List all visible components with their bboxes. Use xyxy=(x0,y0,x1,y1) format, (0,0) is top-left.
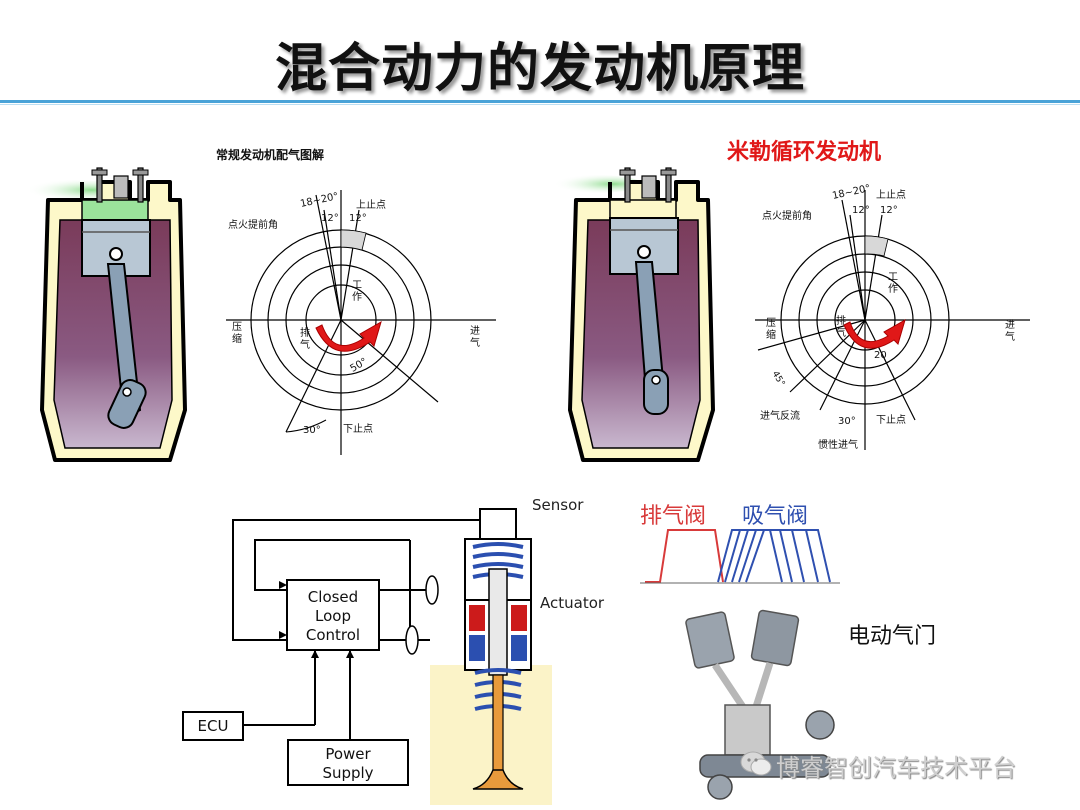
rotation-arrow xyxy=(315,320,382,352)
exhaust-label: 排 气 xyxy=(300,328,310,351)
valve-head xyxy=(472,769,524,790)
valve-stem xyxy=(137,167,144,203)
spark-plug xyxy=(641,175,657,199)
ignition-sector xyxy=(864,235,889,257)
power-supply-box xyxy=(287,739,409,786)
coil xyxy=(469,605,485,631)
bdc-label: 下止点 xyxy=(343,424,373,435)
work-label: 工 作 xyxy=(352,280,362,303)
page-title: 混合动力的发动机原理 xyxy=(274,39,805,99)
wechat-icon xyxy=(740,751,772,776)
crank xyxy=(643,369,669,415)
right-diagram-caption: 米勒循环发动机 xyxy=(727,140,882,165)
bdc-label: 下止点 xyxy=(876,415,906,426)
sensor-device xyxy=(479,508,517,540)
angle-label-30: 30° xyxy=(303,425,321,436)
compression-label: 压 缩 xyxy=(766,318,776,341)
ecu-label: ECU xyxy=(197,717,229,735)
ecu-box xyxy=(182,711,244,741)
title-divider-shadow xyxy=(0,104,1080,105)
left-engine-cylinder xyxy=(20,167,187,462)
valve-shaft xyxy=(492,674,504,776)
right-engine-cylinder xyxy=(548,167,715,462)
right-timing-diagram xyxy=(755,190,1030,450)
exhaust-lift-curve xyxy=(645,529,724,583)
tdc-label: 上止点 xyxy=(356,200,386,211)
valve-stem xyxy=(665,167,672,203)
crank xyxy=(107,379,147,429)
angle-label-20: 20 xyxy=(874,350,887,361)
valve-lift-curves xyxy=(640,529,840,584)
exhaust-label: 排 气 xyxy=(836,316,846,339)
valve-stem xyxy=(96,167,103,203)
ignition-sector xyxy=(340,229,367,251)
closed-loop-control-box xyxy=(286,579,380,651)
intake-label: 进 气 xyxy=(470,326,480,349)
actuator-label: Actuator xyxy=(540,594,605,612)
angle-label-30: 30° xyxy=(838,416,856,427)
intake-valve-label: 吸气阀 xyxy=(742,504,809,529)
ignition-advance-label: 点火提前角 xyxy=(762,211,812,222)
spring xyxy=(472,542,524,579)
sensor-node xyxy=(425,575,439,605)
coil xyxy=(469,635,485,661)
work-label: 工 作 xyxy=(888,272,898,295)
inertia-intake-label: 惯性进气 xyxy=(818,440,858,451)
title-divider xyxy=(0,100,1080,103)
sensor-node xyxy=(405,625,419,655)
combustion-chamber xyxy=(81,199,149,221)
intake-label: 进 气 xyxy=(1005,320,1015,343)
intake-lift-curves xyxy=(717,529,831,583)
angle-label-12b: 12° xyxy=(349,213,367,224)
angle-label-12b: 12° xyxy=(880,205,898,216)
spark-plug xyxy=(113,175,129,199)
angle-label-12a: 12° xyxy=(321,213,339,224)
exhaust-plume xyxy=(548,175,643,193)
power-supply-label: Power Supply xyxy=(322,745,374,782)
valve-stem xyxy=(624,167,631,203)
electric-valve-render xyxy=(685,609,835,800)
coil xyxy=(511,635,527,661)
coil xyxy=(511,605,527,631)
actuator-block-diagram xyxy=(182,508,552,805)
electric-valve-label: 电动气门 xyxy=(848,624,937,649)
watermark-text: 博睿智创汽车技术平台 xyxy=(776,754,1016,782)
valve-stem xyxy=(488,568,508,676)
intake-backflow-label: 进气反流 xyxy=(760,411,800,422)
closed-loop-control-label: Closed Loop Control xyxy=(305,588,361,644)
left-diagram-caption: 常规发动机配气图解 xyxy=(216,148,325,162)
sensor-label: Sensor xyxy=(532,496,584,514)
left-timing-diagram xyxy=(226,190,496,455)
angle-label-12a: 12° xyxy=(852,205,870,216)
exhaust-valve-label: 排气阀 xyxy=(640,504,707,529)
compression-label: 压 缩 xyxy=(232,322,242,345)
ignition-advance-label: 点火提前角 xyxy=(228,220,278,231)
tdc-label: 上止点 xyxy=(876,190,906,201)
rotation-arrow xyxy=(843,318,906,349)
